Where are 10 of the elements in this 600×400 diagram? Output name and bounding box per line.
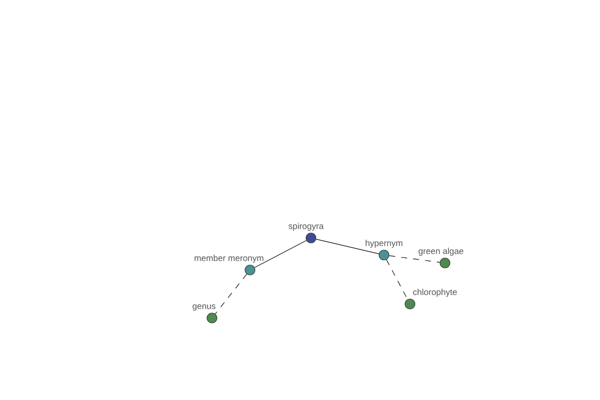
node-label: green algae [418, 248, 464, 256]
node-label: chlorophyte [413, 288, 457, 297]
node-label: spirogyra [288, 222, 324, 231]
connector-line [388, 255, 440, 263]
connector-line [215, 274, 248, 314]
node-label: member meronym [194, 254, 264, 263]
connector-line [254, 240, 307, 268]
node-label: genus [192, 304, 216, 311]
connector-line [316, 238, 380, 254]
node-label: hypernym [366, 240, 402, 248]
